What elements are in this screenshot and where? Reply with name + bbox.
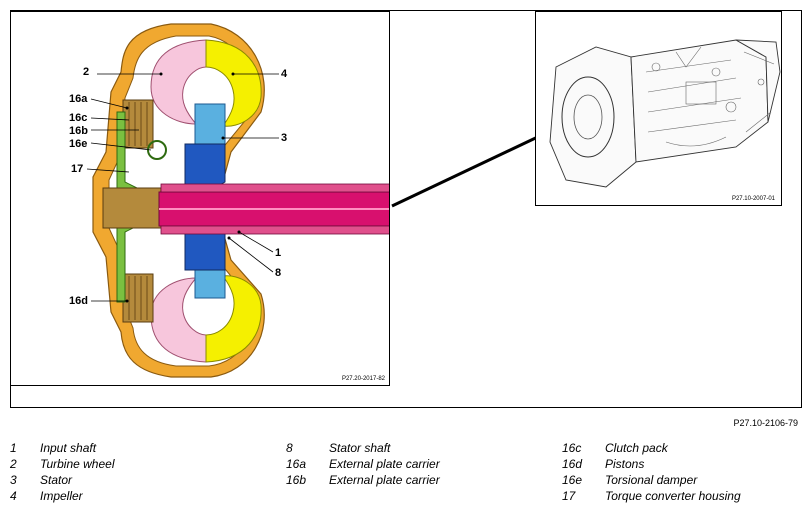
- torque-converter-drawing: [86, 23, 389, 378]
- callout-16d: 16d: [69, 295, 88, 307]
- bell-housing: [549, 46, 637, 188]
- right-panel-reference: P27.10-2007-01: [731, 196, 775, 202]
- callout-16a: 16a: [69, 93, 88, 105]
- stator-hub-upper: [184, 143, 226, 191]
- callout-8: 8: [275, 267, 282, 279]
- callout-2: 2: [83, 66, 90, 78]
- gearbox-body: [630, 39, 769, 163]
- stator-shaft-upper: [160, 183, 389, 193]
- clutch-pack-lower: [122, 273, 154, 323]
- transmission-overview-panel: P27.10-2007-01: [535, 11, 782, 206]
- callout-16c: 16c: [69, 112, 88, 124]
- tail-housing: [735, 39, 781, 123]
- left-panel-reference: P27.20-2017-82: [341, 376, 385, 382]
- callout-16b: 16b: [69, 125, 88, 137]
- transmission-drawing: [549, 39, 781, 188]
- callout-1: 1: [275, 247, 282, 259]
- callout-4: 4: [281, 68, 288, 80]
- figure-reference: P27.10-2106-79: [733, 418, 798, 428]
- callout-17: 17: [71, 163, 84, 175]
- connector-line: [391, 132, 545, 208]
- converter-hub: [102, 187, 162, 229]
- torque-converter-section-panel: 2 4 16a 16c 16b 3 16e 17 1 8 16d P27.20-…: [10, 11, 390, 386]
- stator-shaft-lower: [160, 225, 389, 235]
- torque-converter-outline: [561, 76, 615, 158]
- callout-3: 3: [281, 132, 288, 144]
- callout-16e: 16e: [69, 138, 88, 150]
